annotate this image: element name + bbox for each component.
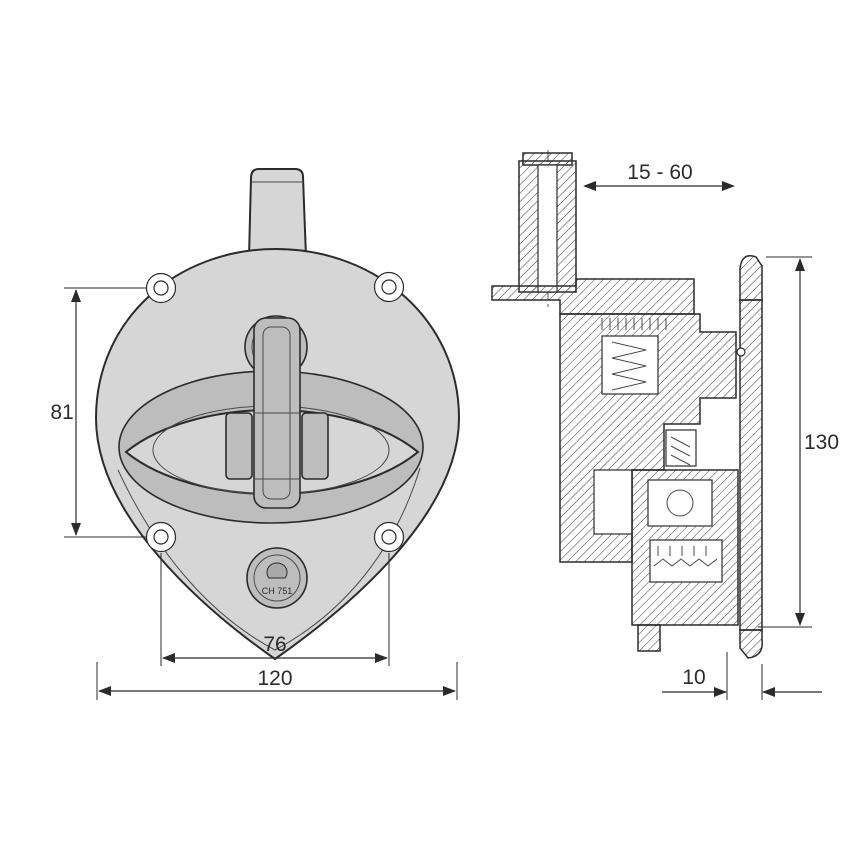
dimension-76: 76 bbox=[160, 553, 390, 666]
handle-left-tab bbox=[225, 412, 253, 480]
key-bitting-profile bbox=[653, 558, 718, 567]
housing-foot bbox=[637, 624, 661, 652]
dimension-130-label: 130 bbox=[804, 431, 839, 454]
dimension-120: 120 bbox=[96, 662, 458, 700]
thread-detail bbox=[601, 318, 667, 330]
screw-hole-top-right bbox=[373, 271, 405, 303]
cam-circle bbox=[666, 489, 694, 517]
panel-screw bbox=[736, 347, 746, 357]
key-cylinder: CH 751 bbox=[246, 547, 308, 609]
housing-notch bbox=[593, 469, 633, 535]
lock-code-label: CH 751 bbox=[262, 586, 293, 596]
dimension-81-label: 81 bbox=[50, 401, 73, 424]
relief-marks bbox=[670, 436, 691, 466]
t-handle bbox=[225, 317, 329, 509]
key-icon bbox=[266, 562, 288, 579]
housing-mid-section bbox=[559, 313, 737, 563]
latch-bolt bbox=[247, 168, 308, 258]
housing-lower-section bbox=[631, 469, 739, 652]
screw-hole-bottom-left bbox=[145, 521, 177, 553]
dimension-15-60-label: 15 - 60 bbox=[627, 161, 692, 184]
dimension-10: 10 bbox=[662, 652, 822, 700]
dimension-81: 81 bbox=[50, 287, 146, 538]
dimension-76-label: 76 bbox=[263, 633, 286, 656]
front-view: CH 751 81 bbox=[50, 168, 461, 700]
side-section-view: 15 - 60 130 10 bbox=[491, 150, 839, 700]
dimension-130: 130 bbox=[758, 256, 839, 628]
cylinder-pins bbox=[657, 546, 707, 556]
spring-icon bbox=[611, 341, 647, 391]
mounting-panel-section bbox=[736, 255, 763, 659]
screw-hole-bottom-right bbox=[373, 521, 405, 553]
screw-hole-top-left bbox=[145, 272, 177, 304]
dimension-10-label: 10 bbox=[682, 666, 705, 689]
dimension-120-label: 120 bbox=[257, 667, 292, 690]
dimension-15-60: 15 - 60 bbox=[583, 161, 735, 191]
bolt-stem-section bbox=[518, 152, 577, 293]
handle-right-tab bbox=[301, 412, 329, 480]
